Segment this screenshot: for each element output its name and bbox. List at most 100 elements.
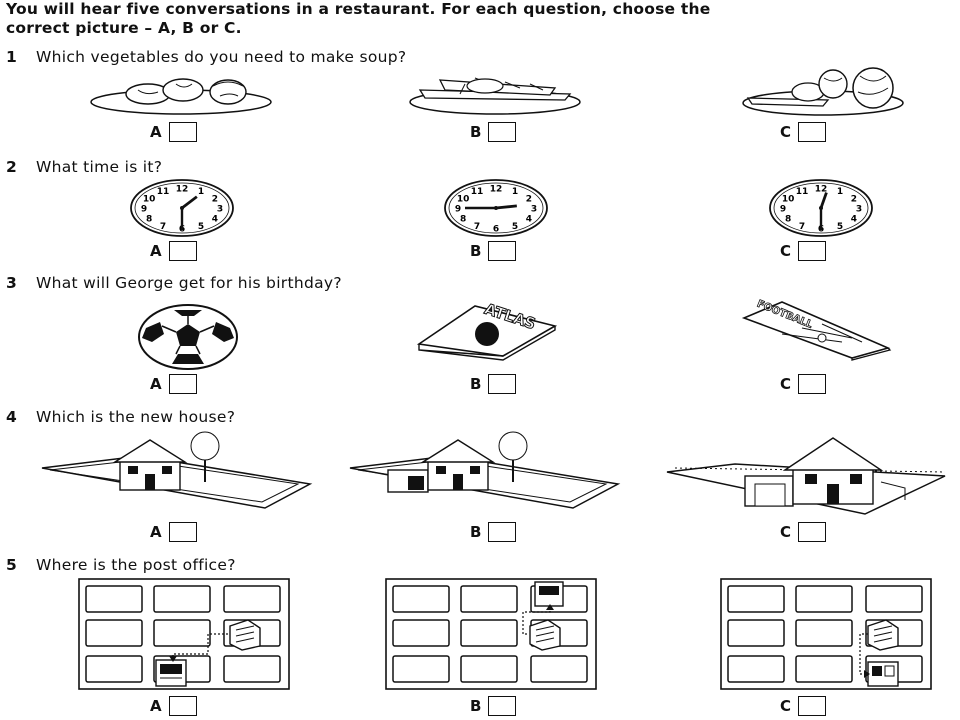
- q1-option-b[interactable]: B: [470, 122, 517, 142]
- q3-option-b[interactable]: B: [470, 374, 517, 394]
- option-letter: A: [150, 123, 162, 141]
- q1-option-a[interactable]: A: [150, 122, 197, 142]
- clock-number: 3: [531, 205, 537, 215]
- building-icon: [529, 619, 561, 651]
- clock-number: 2: [212, 195, 218, 205]
- q2-option-a[interactable]: A: [150, 241, 197, 261]
- option-letter: B: [470, 375, 482, 393]
- clock-number: 8: [460, 215, 466, 225]
- city-block: [795, 619, 853, 647]
- option-letter: A: [150, 697, 162, 715]
- answer-box[interactable]: [488, 241, 517, 261]
- answer-box[interactable]: [798, 522, 827, 542]
- clock-number: 5: [837, 222, 843, 232]
- q2-option-b[interactable]: B: [470, 241, 517, 261]
- city-block: [727, 619, 785, 647]
- question-text: What will George get for his birthday?: [36, 274, 342, 292]
- clock-number: 7: [474, 222, 480, 232]
- city-block: [865, 585, 923, 613]
- city-block: [223, 585, 281, 613]
- option-letter: A: [150, 375, 162, 393]
- clock-number: 12: [490, 185, 503, 195]
- q4-option-b[interactable]: B: [470, 522, 517, 542]
- street-map-b: [385, 578, 597, 690]
- answer-box[interactable]: [488, 696, 517, 716]
- city-block: [85, 655, 143, 683]
- option-letter: A: [150, 242, 162, 260]
- house-b: [349, 431, 621, 509]
- city-block: [460, 619, 518, 647]
- clock-number: 9: [455, 205, 461, 215]
- clock-rim: [448, 182, 544, 234]
- answer-box[interactable]: [168, 241, 197, 261]
- answer-box[interactable]: [168, 522, 197, 542]
- football-book-icon: FOOTBALL: [741, 298, 892, 361]
- city-block: [85, 585, 143, 613]
- answer-box[interactable]: [798, 374, 827, 394]
- clock-rim: [773, 182, 869, 234]
- answer-box[interactable]: [168, 122, 197, 142]
- city-block: [153, 619, 211, 647]
- option-letter: C: [780, 697, 792, 715]
- clock-number: 6: [493, 225, 499, 235]
- city-block: [223, 655, 281, 683]
- clock-number: 5: [198, 222, 204, 232]
- clock-number: 11: [796, 187, 809, 197]
- answer-box[interactable]: [798, 696, 827, 716]
- q5-option-b[interactable]: B: [470, 696, 517, 716]
- answer-box[interactable]: [488, 522, 517, 542]
- q3-option-c[interactable]: C: [780, 374, 827, 394]
- atlas-book-icon: ATLAS: [416, 299, 558, 361]
- clock-number: 1: [512, 187, 518, 197]
- answer-box[interactable]: [798, 241, 827, 261]
- clock-number: 12: [815, 185, 828, 195]
- street-map-c: [720, 578, 932, 690]
- answer-box[interactable]: [488, 122, 517, 142]
- clock-number: 4: [212, 215, 218, 225]
- q3-option-a[interactable]: A: [150, 374, 197, 394]
- q1-option-c[interactable]: C: [780, 122, 827, 142]
- clock-center: [819, 206, 823, 210]
- q5-option-a[interactable]: A: [150, 696, 197, 716]
- question-number: 4: [6, 408, 18, 426]
- post-office-icon: [867, 661, 899, 687]
- question-text: What time is it?: [36, 158, 163, 176]
- house-a: [41, 431, 313, 509]
- q5-option-c[interactable]: C: [780, 696, 827, 716]
- option-letter: A: [150, 523, 162, 541]
- q2-option-c[interactable]: C: [780, 241, 827, 261]
- option-letter: B: [470, 242, 482, 260]
- clock-number: 8: [146, 215, 152, 225]
- city-block: [460, 585, 518, 613]
- clock-number: 10: [457, 195, 470, 205]
- clock-center: [180, 206, 184, 210]
- clock-number: 9: [780, 205, 786, 215]
- option-letter: B: [470, 697, 482, 715]
- option-letter: C: [780, 123, 792, 141]
- clock-number: 3: [856, 205, 862, 215]
- clock-number: 1: [837, 187, 843, 197]
- building-icon: [867, 619, 899, 651]
- q4-option-a[interactable]: A: [150, 522, 197, 542]
- street-map-a: [78, 578, 290, 690]
- city-block: [530, 655, 588, 683]
- city-block: [153, 585, 211, 613]
- clock-number: 1: [198, 187, 204, 197]
- q4-option-c[interactable]: C: [780, 522, 827, 542]
- question-number: 3: [6, 274, 18, 292]
- clock-number: 8: [785, 215, 791, 225]
- city-block: [727, 585, 785, 613]
- hour-hand: [819, 192, 828, 209]
- answer-box[interactable]: [488, 374, 517, 394]
- question-text: Which is the new house?: [36, 408, 236, 426]
- clock-number: 7: [799, 222, 805, 232]
- hour-hand: [181, 195, 198, 210]
- answer-box[interactable]: [168, 696, 197, 716]
- answer-box[interactable]: [168, 374, 197, 394]
- instructions-line-2: correct picture – A, B or C.: [6, 19, 242, 37]
- vegetable-plate-b: [409, 77, 581, 115]
- answer-box[interactable]: [798, 122, 827, 142]
